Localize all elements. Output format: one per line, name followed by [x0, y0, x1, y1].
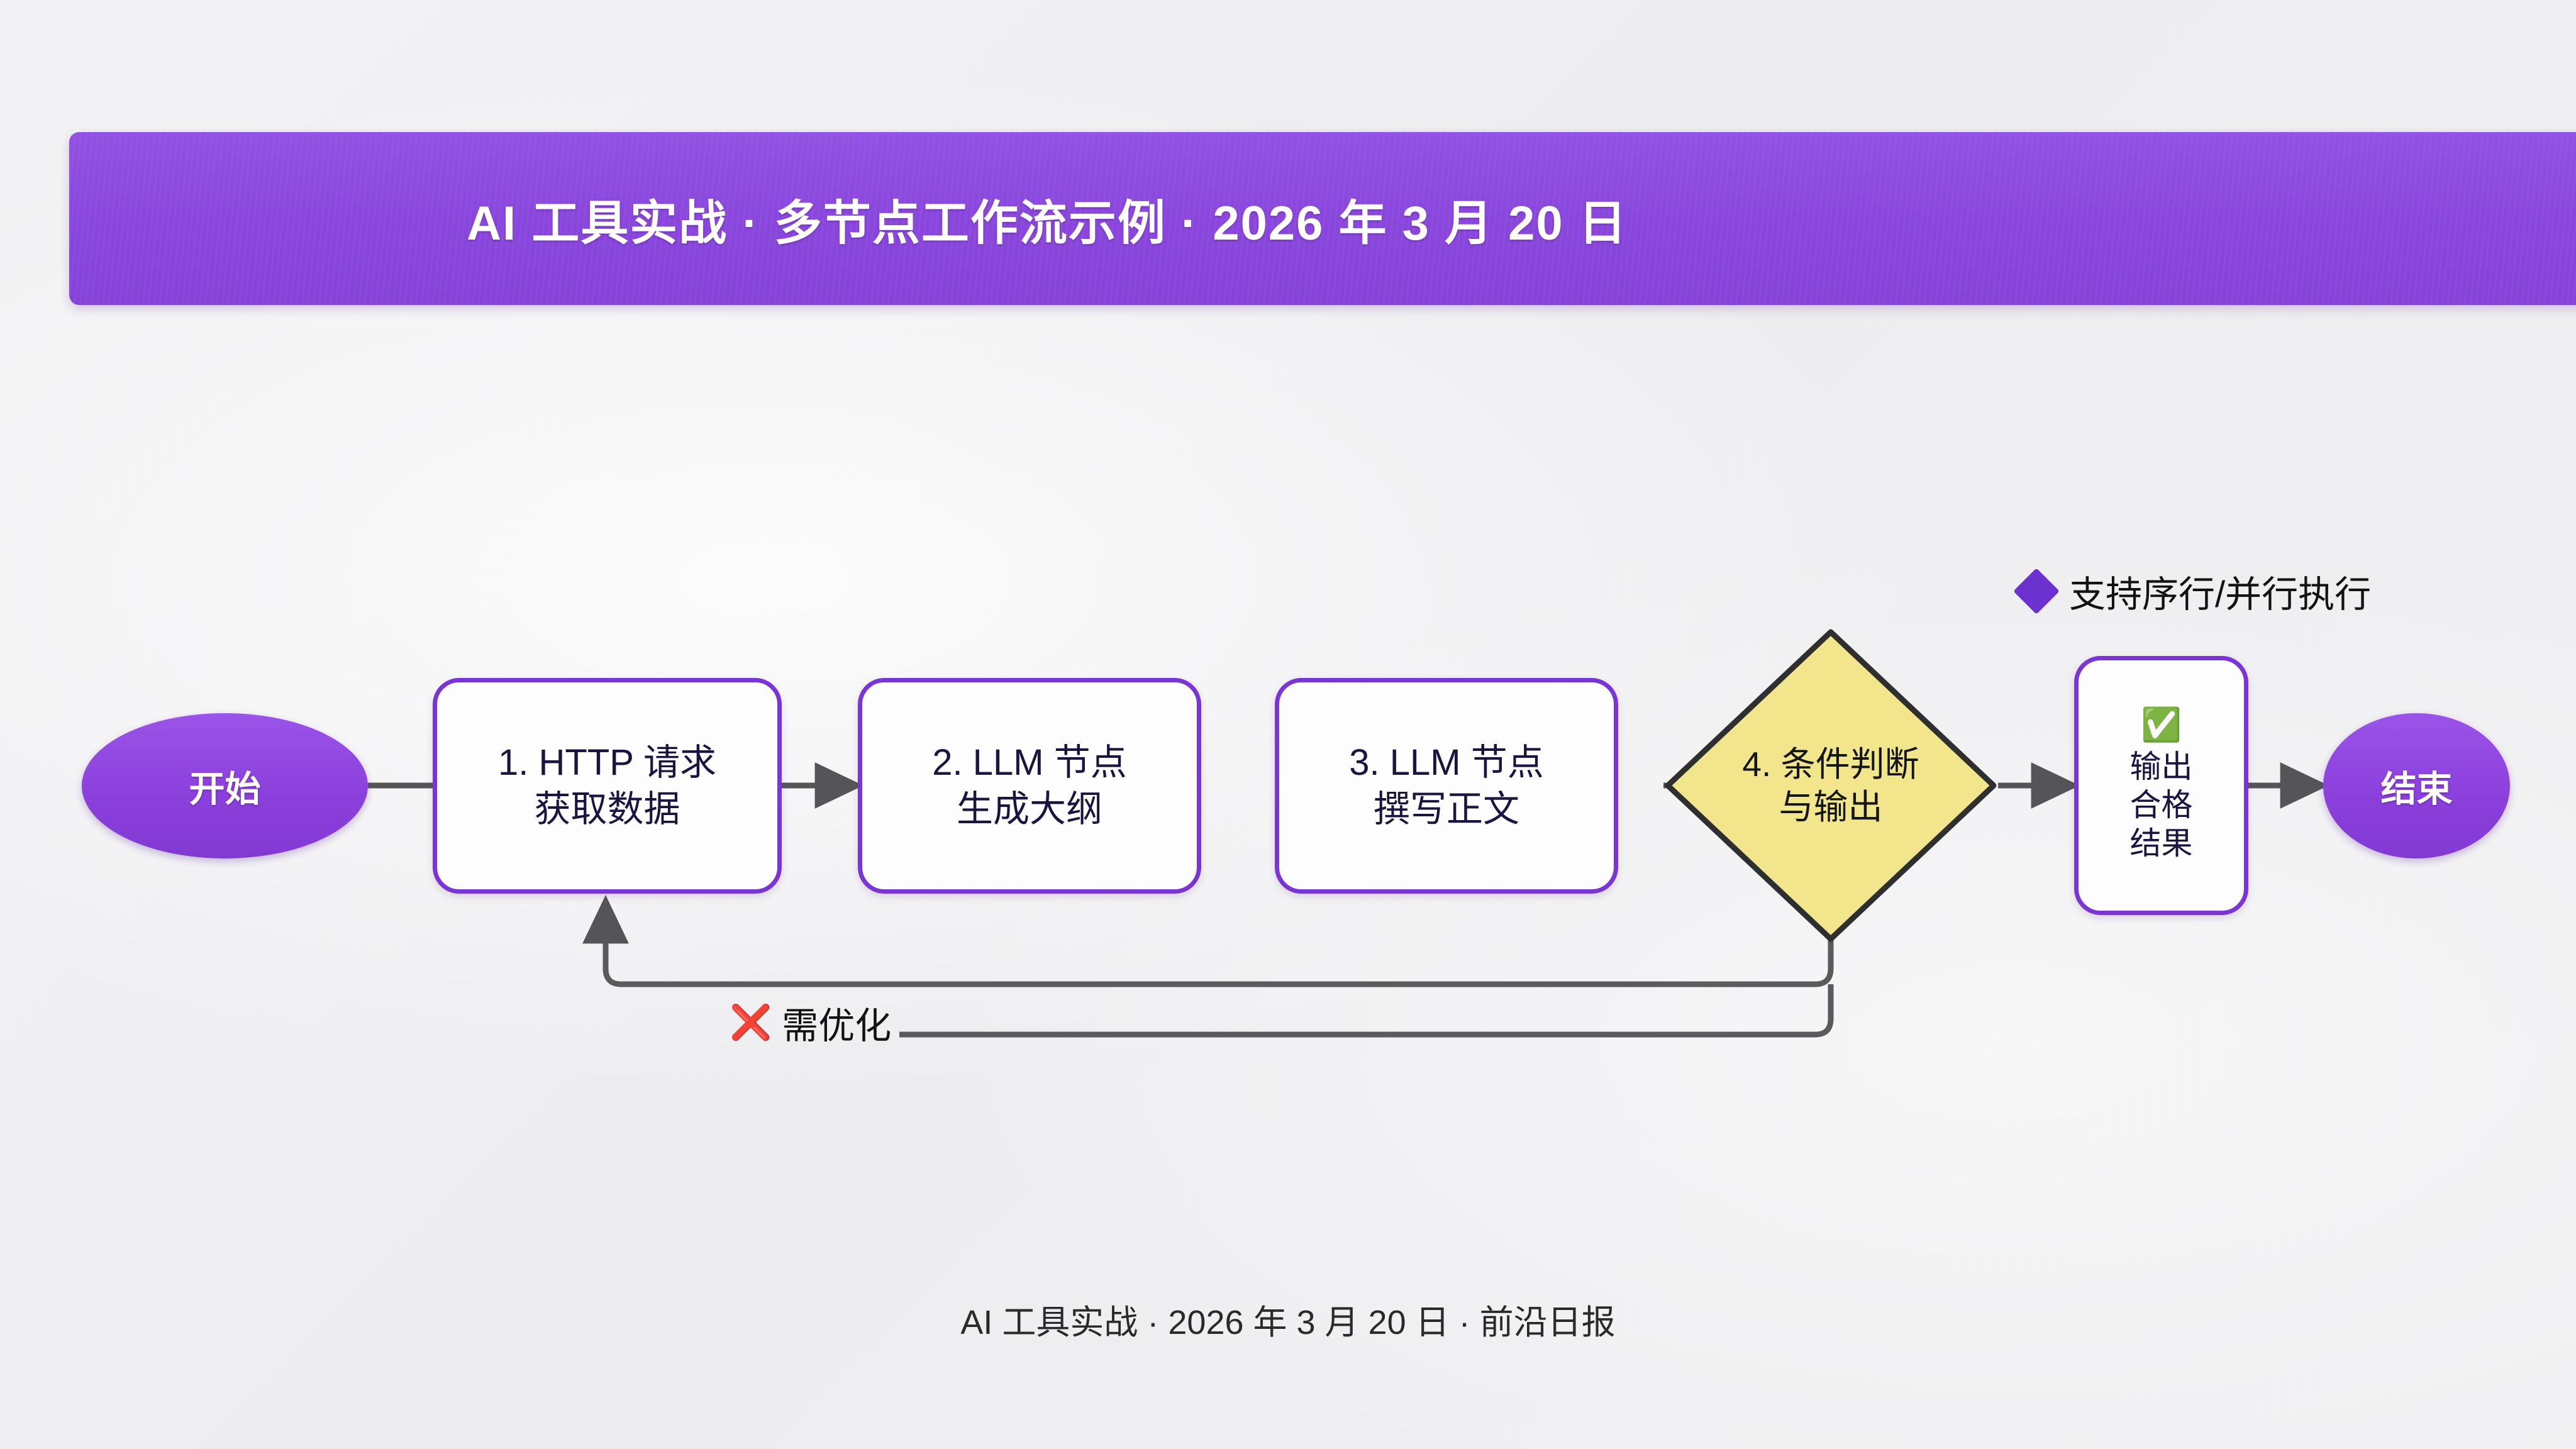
- purple-diamond-icon: [2013, 568, 2060, 614]
- diamond-shape: [1665, 629, 1997, 942]
- flow-node-step-2-line1: 2. LLM 节点: [932, 742, 1127, 784]
- flow-node-output-line3: 结果: [2129, 825, 2193, 861]
- flow-node-decision-line2: 与输出: [1779, 787, 1883, 826]
- flow-node-decision-line1: 4. 条件判断: [1742, 744, 1919, 784]
- flow-node-start-label: 开始: [189, 769, 261, 809]
- legend-label: 支持序行/并行执行: [2069, 574, 2372, 615]
- flow-node-step-1[interactable]: 1. HTTP 请求 获取数据: [433, 678, 782, 894]
- header-banner: AI 工具实战 · 多节点工作流示例 · 2026 年 3 月 20 日: [69, 132, 2576, 305]
- flow-node-end-label: 结束: [2380, 769, 2453, 809]
- loop-edge-label: ❌ 需优化: [730, 996, 891, 1049]
- flow-node-end[interactable]: 结束: [2323, 713, 2510, 858]
- footer-caption: AI 工具实战 · 2026 年 3 月 20 日 · 前沿日报: [960, 1304, 1616, 1341]
- flow-node-output-line2: 合格: [2129, 787, 2193, 823]
- loop-edge-label-text: 需优化: [782, 1006, 892, 1046]
- flow-node-step-1-line2: 获取数据: [534, 788, 680, 830]
- flow-node-step-3-line2: 撰写正文: [1373, 788, 1519, 830]
- red-cross-mark-icon: ❌: [730, 1004, 772, 1041]
- page-title: AI 工具实战 · 多节点工作流示例 · 2026 年 3 月 20 日: [467, 196, 1628, 250]
- legend: 支持序行/并行执行: [2013, 565, 2372, 618]
- flow-node-output-line1: 输出: [2129, 748, 2193, 784]
- flow-node-step-1-line1: 1. HTTP 请求: [498, 742, 716, 784]
- flow-node-decision[interactable]: 4. 条件判断 与输出: [1664, 628, 1997, 943]
- flow-node-start[interactable]: 开始: [82, 713, 368, 858]
- flow-node-output[interactable]: ✅ 输出 合格 结果: [2074, 656, 2248, 915]
- green-check-circle-icon: ✅: [2141, 706, 2182, 743]
- flow-node-step-3-line1: 3. LLM 节点: [1349, 742, 1544, 784]
- flow-node-step-2-line2: 生成大纲: [956, 788, 1102, 830]
- flow-node-step-2[interactable]: 2. LLM 节点 生成大纲: [858, 678, 1201, 894]
- flow-node-step-3[interactable]: 3. LLM 节点 撰写正文: [1275, 678, 1618, 894]
